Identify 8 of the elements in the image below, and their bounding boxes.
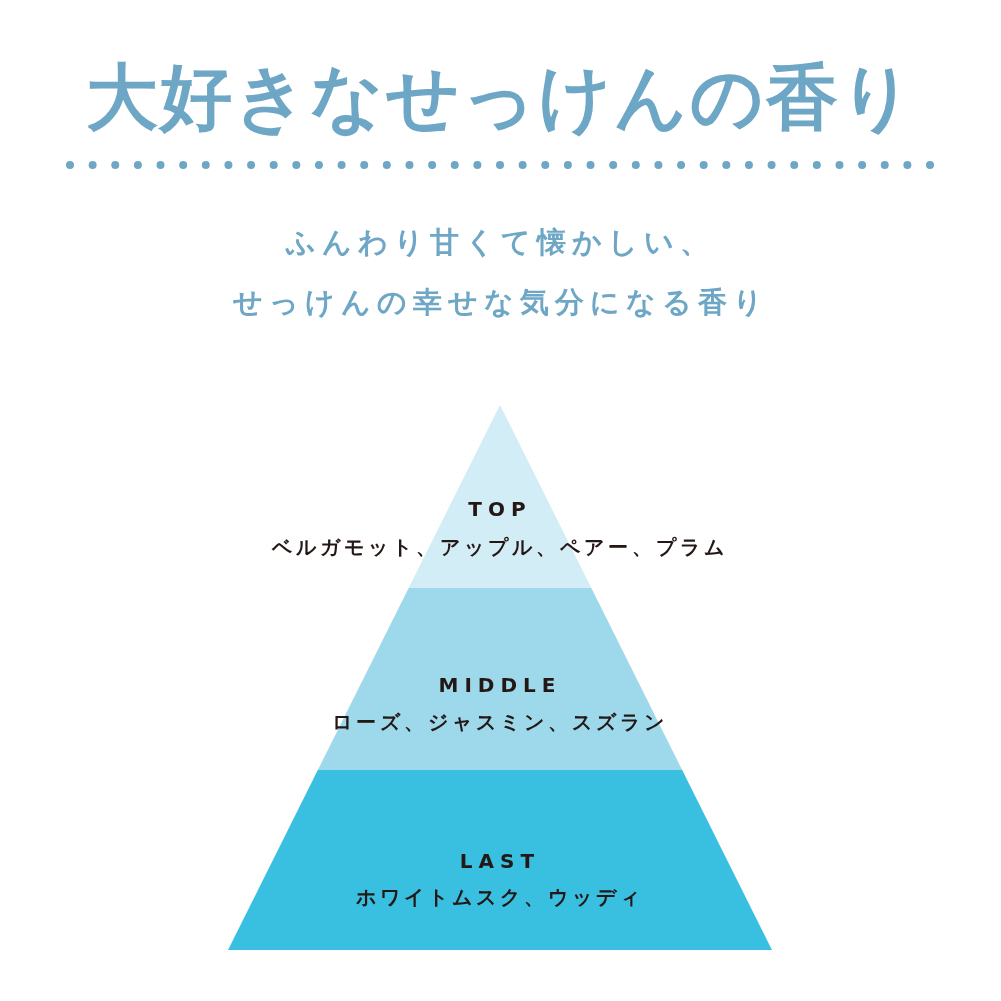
note-list: ベルガモット、アップル、ペアー、プラム [228,534,772,560]
note-list: ホワイトムスク、ウッディ [228,884,772,910]
subtitle: ふんわり甘くて懐かしい、せっけんの幸せな気分になる香り [231,224,770,321]
tier-heading: TOP [467,497,533,521]
note-list: ローズ、ジャスミン、スズラン [228,709,772,735]
title: 大好きなせっけんの香り [84,54,917,141]
tier-heading: MIDDLE [437,673,563,697]
tier-heading: LAST [458,849,542,873]
